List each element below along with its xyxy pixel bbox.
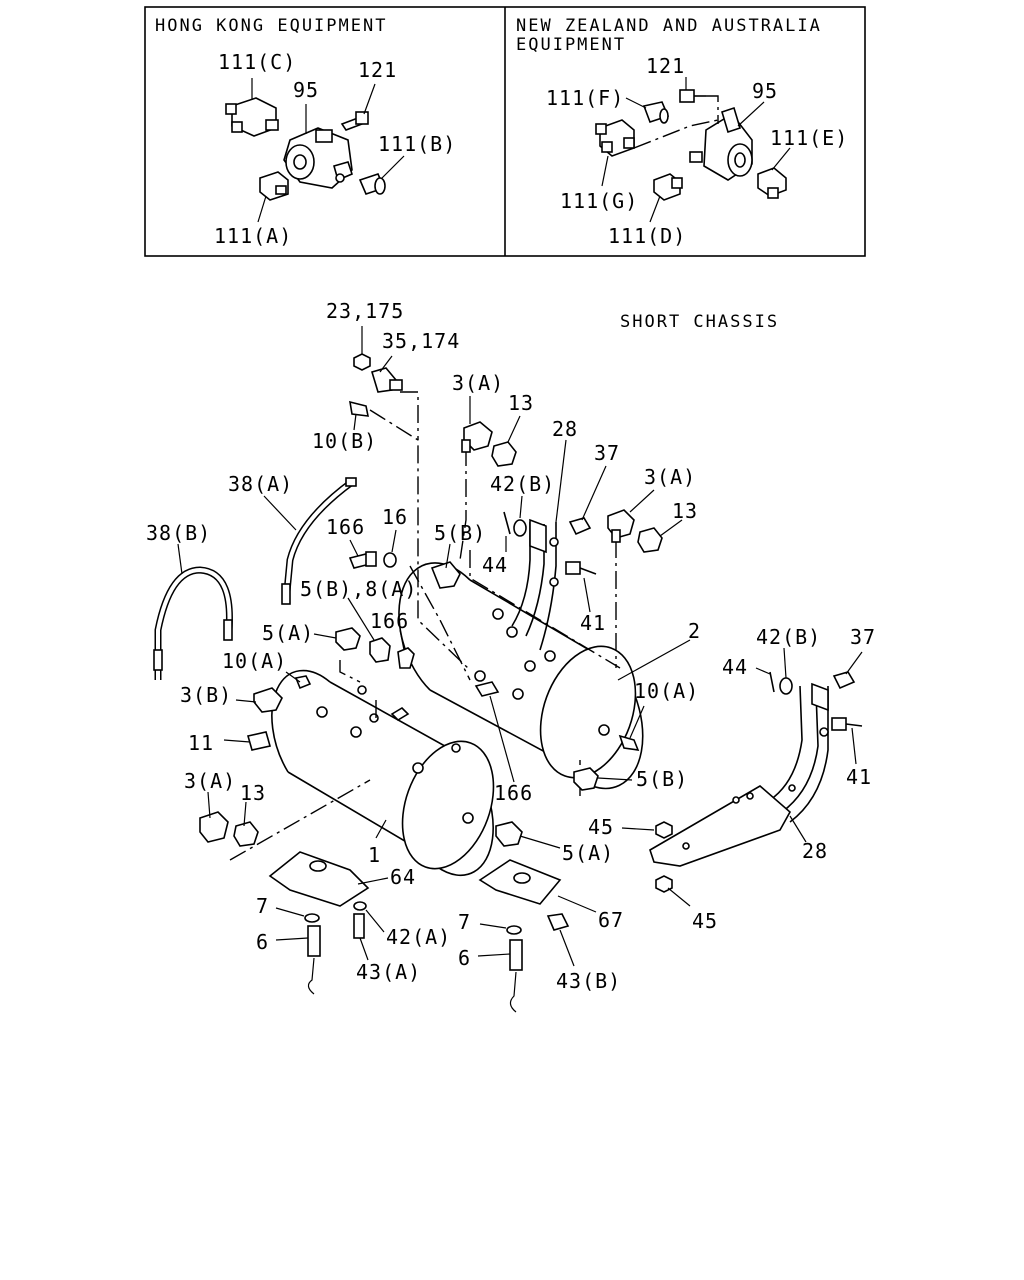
label-166-c: 166 <box>494 781 533 805</box>
label-166-b: 166 <box>370 609 409 633</box>
label-111a: 111(A) <box>214 224 292 248</box>
air-tank-2 <box>398 562 644 790</box>
label-6-left: 6 <box>256 930 269 954</box>
label-111g: 111(G) <box>560 189 638 213</box>
fitting-111f <box>642 101 670 124</box>
label-28-right: 28 <box>802 839 828 863</box>
label-5b-top: 5(B) <box>434 521 486 545</box>
label-5a-left: 5(A) <box>262 621 314 645</box>
label-42b-mid: 42(B) <box>490 472 555 496</box>
label-43a: 43(A) <box>356 960 421 984</box>
label-10b: 10(B) <box>312 429 377 453</box>
inset-frames <box>144 6 866 257</box>
label-10a-right: 10(A) <box>634 679 699 703</box>
label-111f: 111(F) <box>546 86 624 110</box>
label-5a-low: 5(A) <box>562 841 614 865</box>
label-111c: 111(C) <box>218 50 296 74</box>
fitting-111d <box>653 173 683 201</box>
inset-nz-australia: NEW ZEALAND AND AUSTRALIA EQUIPMENT <box>516 16 848 248</box>
label-13-low: 13 <box>240 781 266 805</box>
bolt-121-nz <box>679 89 706 103</box>
label-3b: 3(B) <box>180 683 232 707</box>
label-38b: 38(B) <box>146 521 211 545</box>
inset-hong-kong: HONG KONG EQUIPMENT <box>155 16 456 248</box>
strap-28-right <box>649 682 829 867</box>
bolt-121-hk <box>340 111 369 131</box>
label-3a-mid: 3(A) <box>644 465 696 489</box>
strap-28-middle <box>511 518 559 651</box>
label-42a: 42(A) <box>386 925 451 949</box>
label-35-174: 35,174 <box>382 329 460 353</box>
inset-title-nz-line2: EQUIPMENT <box>516 35 626 55</box>
label-5b-8a: 5(B),8(A) <box>300 577 417 601</box>
label-37-right: 37 <box>850 625 876 649</box>
part-labels: 23,175 35,174 10(B) 3(A) 13 28 37 3(A) 1… <box>146 299 876 993</box>
air-tank-1 <box>271 669 495 877</box>
label-28-top: 28 <box>552 417 578 441</box>
label-41-mid: 41 <box>580 611 606 635</box>
label-38a: 38(A) <box>228 472 293 496</box>
valve-95-hk <box>283 127 353 189</box>
label-111b: 111(B) <box>378 132 456 156</box>
label-2: 2 <box>688 619 701 643</box>
label-111d: 111(D) <box>608 224 686 248</box>
main-title: SHORT CHASSIS <box>620 312 779 332</box>
fitting-111a <box>259 171 289 201</box>
label-166-a: 166 <box>326 515 365 539</box>
label-67: 67 <box>598 908 624 932</box>
label-13-top: 13 <box>508 391 534 415</box>
fitting-111b <box>358 173 386 195</box>
fitting-111g <box>595 119 635 157</box>
label-3a-top: 3(A) <box>452 371 504 395</box>
hose-38a <box>281 477 357 605</box>
label-7-right: 7 <box>458 910 471 934</box>
pipe-routing <box>229 391 621 861</box>
label-121-hk: 121 <box>358 58 397 82</box>
inset-title-nz-line1: NEW ZEALAND AND AUSTRALIA <box>516 16 822 36</box>
leader-lines <box>177 326 863 967</box>
label-45-top: 45 <box>588 815 614 839</box>
fitting-111e <box>757 167 787 199</box>
label-7-left: 7 <box>256 894 269 918</box>
label-6-right: 6 <box>458 946 471 970</box>
label-44-mid: 44 <box>482 553 508 577</box>
label-16: 16 <box>382 505 408 529</box>
main-diagram: SHORT CHASSIS <box>146 299 876 1013</box>
label-45-bottom: 45 <box>692 909 718 933</box>
label-43b: 43(B) <box>556 969 621 993</box>
label-121-nz: 121 <box>646 54 685 78</box>
hose-38b <box>153 566 233 680</box>
fitting-111c <box>225 97 279 137</box>
label-5b-right: 5(B) <box>636 767 688 791</box>
label-37-mid: 37 <box>594 441 620 465</box>
label-1: 1 <box>368 843 381 867</box>
label-42b-right: 42(B) <box>756 625 821 649</box>
label-23-175: 23,175 <box>326 299 404 323</box>
label-3a-low: 3(A) <box>184 769 236 793</box>
label-10a-left: 10(A) <box>222 649 287 673</box>
label-64: 64 <box>390 865 416 889</box>
valve-95-nz <box>689 106 753 181</box>
inset-title-hong-kong: HONG KONG EQUIPMENT <box>155 16 387 36</box>
label-13-mid: 13 <box>672 499 698 523</box>
label-41-right: 41 <box>846 765 872 789</box>
label-11: 11 <box>188 731 214 755</box>
label-111e: 111(E) <box>770 126 848 150</box>
label-44-right: 44 <box>722 655 748 679</box>
label-95-nz: 95 <box>752 79 778 103</box>
fittings <box>199 353 863 893</box>
label-95-hk: 95 <box>293 78 319 102</box>
brackets-and-drains <box>268 851 570 1013</box>
